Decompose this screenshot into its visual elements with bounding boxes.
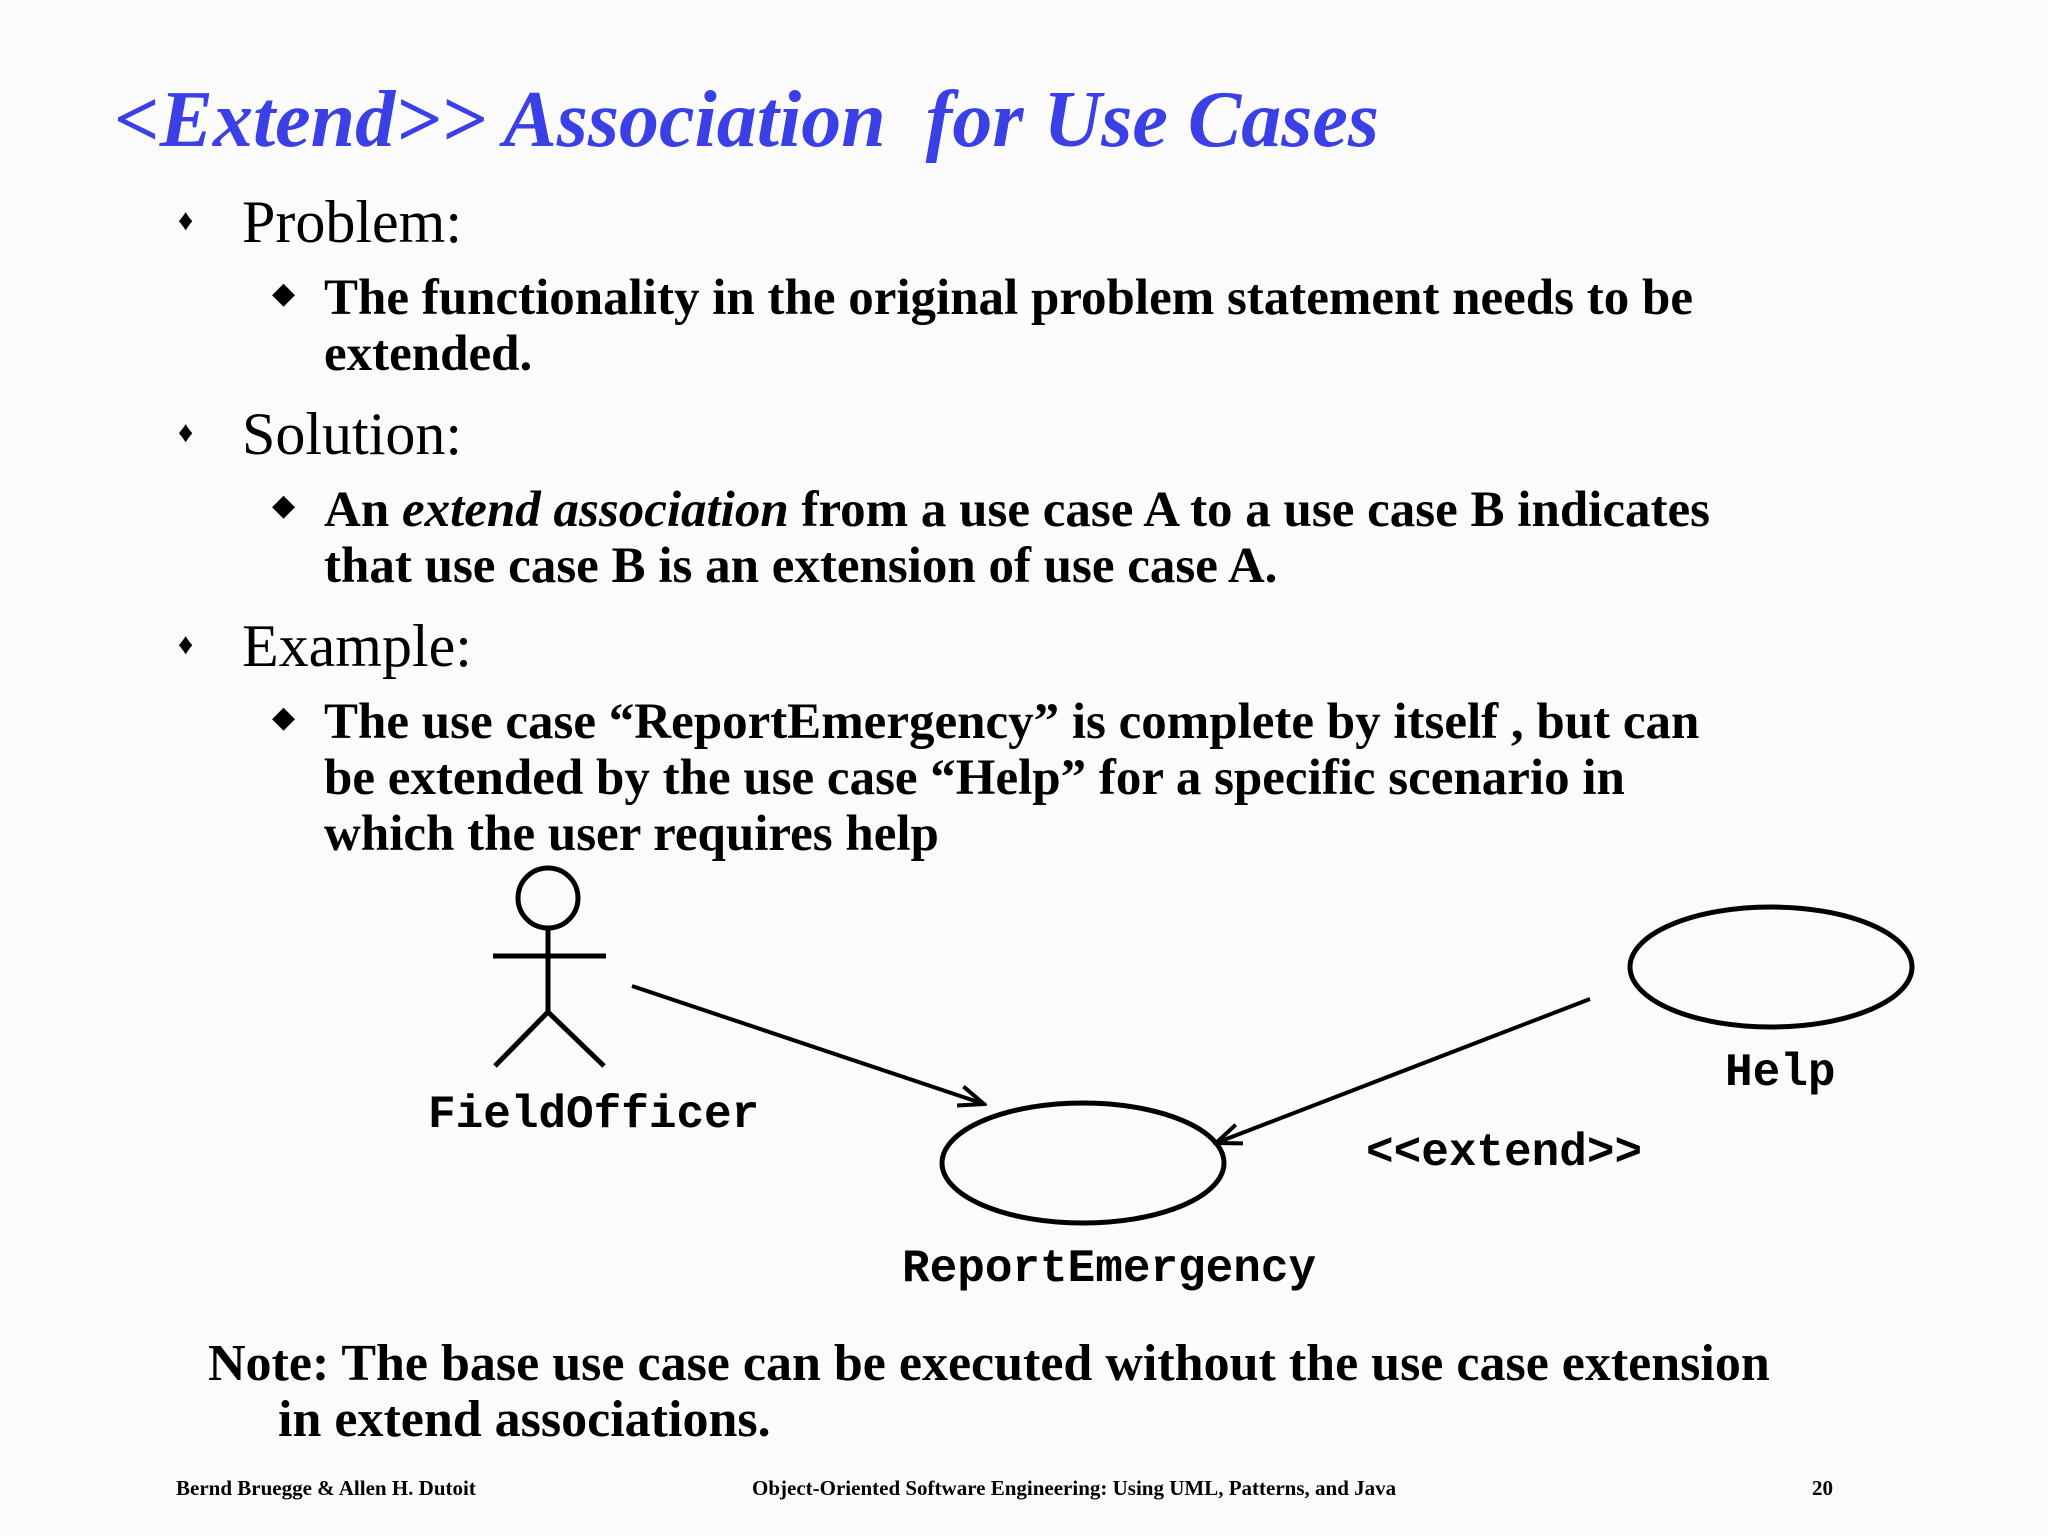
diamond-bullet-icon: ♦ (178, 416, 194, 449)
emphasis-text: extend association (401, 482, 789, 538)
actor-label: FieldOfficer (428, 1089, 760, 1141)
use-case-help-label: Help (1725, 1047, 1836, 1099)
note-line: Note: The base use case can be executed … (208, 1335, 1770, 1392)
bullet-heading: Example: (242, 613, 472, 679)
sub-bullet-line: extended. (324, 326, 533, 382)
sub-bullet-line: An extend association from a use case A … (324, 482, 1974, 538)
diamond-sub-bullet-icon: ◆ (272, 701, 296, 734)
use-case-report-emergency-ellipse (939, 1100, 1227, 1226)
extend-arrow (1216, 997, 1591, 1143)
text-run: An (324, 482, 402, 538)
bullet-problem: ♦ Problem: (178, 189, 462, 255)
sub-bullet-problem: ◆ The functionality in the original prob… (272, 270, 1974, 382)
sub-bullet-solution: ◆ An extend association from a use case … (272, 482, 1974, 594)
sub-bullet-line: The functionality in the original proble… (324, 270, 1693, 326)
sub-bullet-line: which the user requires help (324, 806, 939, 862)
footer-book-title: Object-Oriented Software Engineering: Us… (752, 1476, 1397, 1500)
diamond-bullet-icon: ♦ (178, 628, 194, 661)
sub-bullet-example: ◆ The use case “ReportEmergency” is comp… (272, 694, 1974, 862)
footer-authors: Bernd Bruegge & Allen H. Dutoit (176, 1476, 476, 1500)
bullet-example: ♦ Example: (178, 613, 472, 679)
use-case-help-ellipse (1627, 904, 1915, 1030)
association-arrow (631, 984, 984, 1104)
footer-page-number: 20 (1812, 1476, 1833, 1500)
bullet-solution: ♦ Solution: (178, 401, 463, 467)
sub-bullet-line: The use case “ReportEmergency” is comple… (324, 694, 1700, 750)
diamond-sub-bullet-icon: ◆ (272, 277, 296, 310)
use-case-report-emergency-label: ReportEmergency (902, 1243, 1317, 1295)
bullet-heading: Solution: (242, 401, 463, 467)
diamond-bullet-icon: ♦ (178, 204, 194, 237)
bullet-heading: Problem: (242, 189, 462, 255)
note-line: in extend associations. (278, 1391, 771, 1448)
extend-stereotype-label: <<extend>> (1366, 1127, 1643, 1179)
text-run: from a use case A to a use case B indica… (788, 482, 1710, 538)
note-text: Note: The base use case can be executed … (208, 1336, 1770, 1448)
diamond-sub-bullet-icon: ◆ (272, 489, 296, 522)
sub-bullet-line: that use case B is an extension of use c… (324, 538, 1278, 594)
actor-icon (493, 865, 606, 1068)
sub-bullet-line: be extended by the use case “Help” for a… (324, 750, 1625, 806)
slide-title: <Extend>> Association for Use Cases (114, 76, 1379, 164)
